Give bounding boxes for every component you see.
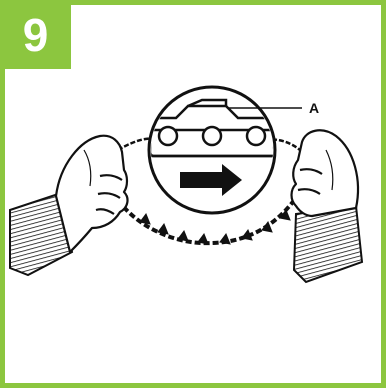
step-number: 9 (23, 12, 49, 58)
step-badge: 9 (0, 0, 71, 69)
right-glove (292, 130, 358, 216)
magnifier-lens (149, 87, 302, 213)
left-glove (56, 136, 127, 252)
callout-label-a: A (309, 101, 319, 115)
right-sleeve (294, 206, 362, 282)
